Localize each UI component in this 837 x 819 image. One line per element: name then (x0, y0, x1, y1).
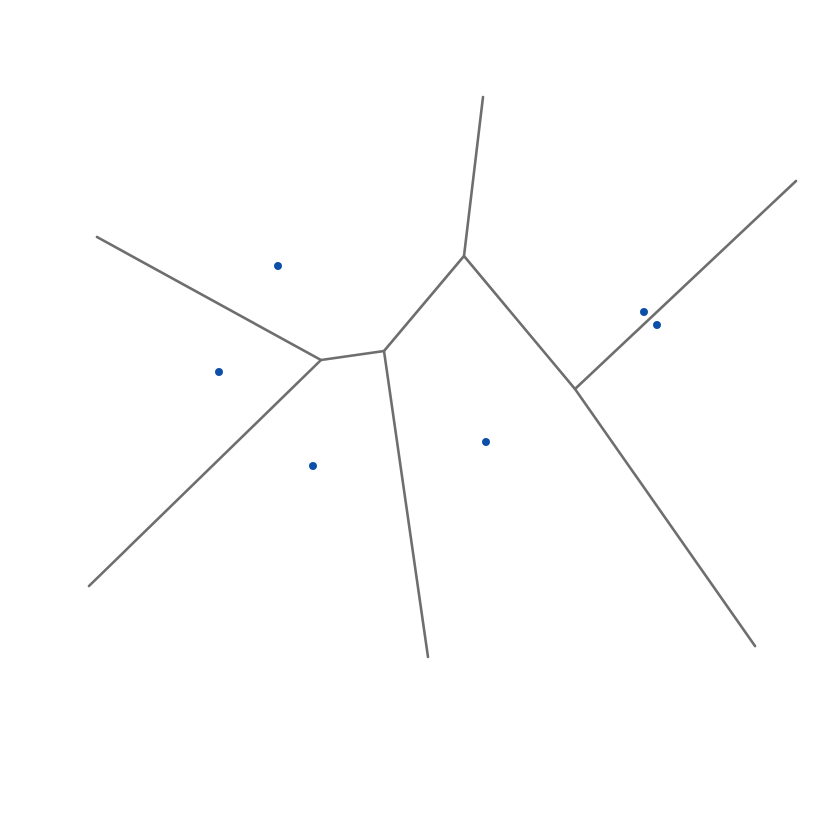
voronoi-edge (462, 95, 485, 258)
voronoi-edge (573, 179, 798, 391)
voronoi-edge (382, 349, 430, 659)
voronoi-edge (462, 254, 577, 391)
site-point (274, 262, 282, 270)
voronoi-edge (382, 254, 466, 353)
site-point (309, 462, 317, 470)
site-point (640, 308, 648, 316)
site-point (482, 438, 490, 446)
site-point (653, 321, 661, 329)
voronoi-sites (215, 262, 661, 470)
voronoi-edge (95, 235, 323, 362)
voronoi-edge (87, 358, 323, 588)
voronoi-edge (573, 387, 757, 648)
voronoi-edge (319, 349, 386, 362)
voronoi-edges (87, 95, 798, 659)
site-point (215, 368, 223, 376)
